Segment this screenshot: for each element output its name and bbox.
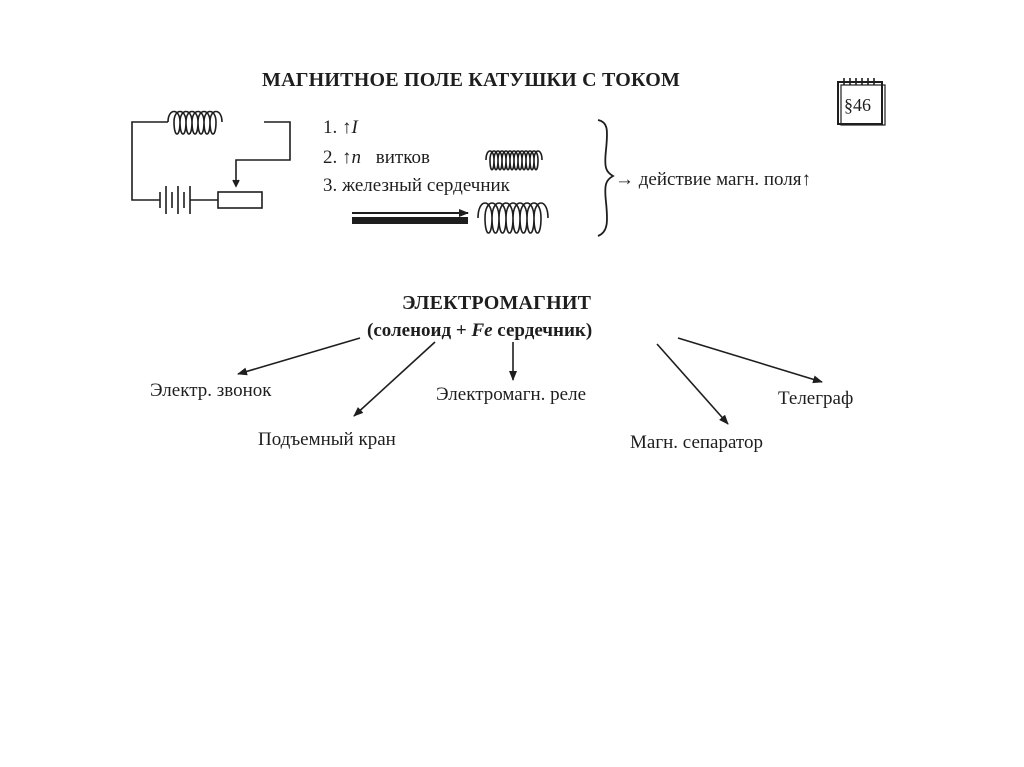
factor-2-text: n [351,147,362,168]
factor-1-num: 1. [323,117,338,138]
application-bell: Электр. звонок [150,380,272,401]
application-separator: Магн. сепаратор [630,432,763,453]
circuit-coil [167,110,223,135]
factor-2-num: 2. [323,147,338,168]
arrow-to-telegraph [677,337,823,384]
factor-3-text: железный сердечник [342,175,510,196]
paragraph-badge: §46 [844,95,871,115]
arrow-to-separator [656,343,729,425]
right-brace [597,119,615,237]
section1-title: МАГНИТНОЕ ПОЛЕ КАТУШКИ С ТОКОМ [262,69,681,91]
rheostat-icon [217,191,263,209]
subtitle-post: сердечник) [492,320,593,341]
up-arrow-icon: ↑ [342,117,352,138]
arrow-to-bell [237,337,361,376]
notepad-icon [837,78,886,126]
up-arrow-icon: ↑ [342,147,352,168]
factor-2-suffix: витков [375,147,430,168]
result-text: → действие магн. поля↑ [615,169,812,190]
subtitle-pre: (соленоид + [367,320,472,341]
coil-with-core [477,202,549,234]
coil-many-turns [485,150,543,171]
factor-3: 3. железный сердечник [323,176,510,195]
factor-1: 1. ↑I [323,118,358,137]
application-relay: Электромагн. реле [436,384,586,405]
factor-2: 2. ↑n витков [323,148,430,167]
application-telegraph: Телеграф [778,388,854,409]
factor-3-num: 3. [323,175,338,196]
application-arrows [237,337,823,425]
iron-core-bar [352,217,468,224]
battery-icon [159,186,191,214]
arrow-to-crane [353,341,436,417]
subtitle-em: Fe [471,320,493,341]
factor-1-text: I [351,117,358,138]
circuit-diagram [131,110,291,214]
application-crane: Подъемный кран [258,429,396,450]
section2-subtitle: (соленоид + Fe сердечник) [367,321,592,340]
section2-title: ЭЛЕКТРОМАГНИТ [402,292,592,314]
